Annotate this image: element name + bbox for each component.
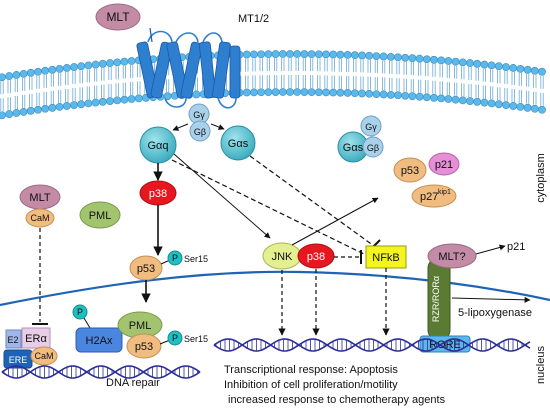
p21-right-label: p21: [507, 241, 525, 253]
er-complex: E2 ERα ERE CaM: [3, 327, 58, 369]
g-alpha-s-free-label: Gαs: [343, 142, 364, 154]
cam-label: CaM: [30, 213, 49, 223]
galphaq-inhibits-nfkb: [171, 159, 373, 259]
p38-top: p38: [139, 180, 177, 206]
p38-right-label: p38: [307, 251, 325, 263]
g-alpha-q: Gαq: [139, 126, 177, 164]
arrow-galphaq-jnk: [173, 153, 271, 239]
nfkb: NFkB: [365, 245, 407, 269]
p-low-label: P: [172, 333, 178, 343]
ser15-low-label: Ser15: [184, 334, 208, 344]
p-mid-label: P: [172, 253, 178, 263]
mlt-ligand-top: MLT: [95, 3, 141, 31]
p27-label: p27: [420, 191, 438, 203]
mlt-top-label: MLT: [106, 10, 130, 24]
jnk-label: JNK: [272, 251, 293, 263]
arrow-to-lipox: [451, 296, 531, 303]
dna-helix-left: [1, 365, 201, 379]
response-line-3: increased response to chemotherapy agent…: [228, 394, 446, 406]
p53-right-label: p53: [401, 165, 419, 177]
plasma-membrane: [0, 50, 546, 120]
free-g-protein-complex: Gγ Gαs Gβ: [337, 115, 384, 163]
p53-right: p53: [393, 157, 427, 183]
cam-upper: CaM: [25, 208, 55, 228]
receptor-label: MT1/2: [238, 13, 269, 25]
mlt-left-label: MLT: [29, 192, 50, 204]
g-beta-label: Gβ: [194, 127, 206, 137]
p38-top-label: p38: [149, 188, 167, 200]
cam-low-label: CaM: [34, 351, 53, 361]
p38-right: p38: [297, 243, 335, 269]
g-gamma-free-label: Gγ: [365, 122, 377, 132]
nuclear-envelope: [0, 270, 550, 307]
pml-top: PML: [79, 201, 121, 229]
cytoplasm-label: cytoplasm: [535, 153, 547, 203]
g-alpha-q-label: Gαq: [147, 140, 168, 152]
arrow-to-galphas: [210, 123, 225, 130]
rore-label: RORE: [429, 339, 461, 351]
mt-receptor: MT1/2: [136, 13, 269, 109]
g-beta-free-label: Gβ: [367, 143, 379, 153]
nfkb-label: NFkB: [372, 252, 400, 264]
arrow-to-p21: [475, 244, 506, 255]
response-line-2: Inhibition of cell proliferation/motilit…: [224, 379, 398, 391]
p21-top: p21: [428, 152, 460, 176]
nucleus-label: nucleus: [535, 346, 547, 384]
g-gamma-label: Gγ: [193, 110, 205, 120]
p21-top-label: p21: [435, 159, 453, 171]
e2-label: E2: [7, 335, 18, 345]
galphas-inhibits-nfkb: [249, 155, 375, 247]
arrow-to-galphaq: [172, 123, 189, 131]
ser15-mid-label: Ser15: [184, 254, 208, 264]
arrow-jnk-p53: [291, 197, 379, 246]
jnk: JNK: [262, 242, 302, 270]
dna-helix-right: [213, 338, 531, 352]
p27-superscript: kip1: [438, 189, 451, 196]
dna-repair-label: DNA repair: [106, 377, 160, 389]
mlt-left: MLT: [19, 184, 61, 210]
g-alpha-s-label: Gαs: [228, 138, 249, 150]
g-alpha-s: Gαs: [220, 125, 256, 161]
pml-low-label: PML: [129, 320, 152, 332]
p-h2ax-label: P: [77, 307, 83, 317]
ror-receptor: RZR/RORα: [427, 257, 451, 341]
p53-mid-label: p53: [137, 263, 155, 275]
mlt-question: MLT?: [427, 243, 477, 269]
lipox-label: 5-lipoxygenase: [458, 307, 532, 319]
mlt-q-label: MLT?: [438, 251, 465, 263]
response-line-1: Transcriptional response: Apoptosis: [224, 364, 398, 376]
g-beta-gamma-complex: Gγ Gβ: [188, 103, 211, 142]
p53-mid: p53 P Ser15: [129, 250, 208, 281]
ere-label: ERE: [9, 355, 28, 365]
h2ax-label: H2Ax: [86, 335, 113, 347]
dna-repair-complex: P H2Ax PML p53 P Ser15: [72, 304, 208, 359]
er-alpha-label: ERα: [25, 333, 47, 345]
rzr-label: RZR/RORα: [431, 276, 441, 322]
p53-low-label: p53: [135, 341, 153, 353]
pml-top-label: PML: [89, 210, 112, 222]
p27: p27 kip1: [411, 184, 457, 208]
